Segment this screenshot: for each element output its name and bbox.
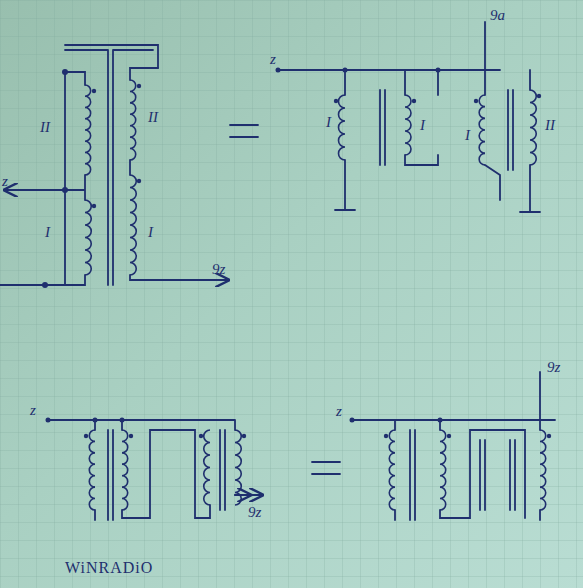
- coil-winding: [440, 430, 446, 510]
- rail: [278, 70, 500, 210]
- coil-winding: [530, 90, 536, 165]
- winding-label: 9a: [490, 8, 505, 23]
- output-9a: [485, 22, 540, 212]
- coil-winding: [85, 200, 91, 275]
- wires: [0, 22, 555, 520]
- winding-label: z: [336, 404, 342, 419]
- winding-label: 9z: [547, 360, 560, 375]
- coil-winding: [235, 430, 241, 505]
- winding-loop: [405, 70, 438, 165]
- coil-winding: [130, 175, 136, 275]
- winding-label: I: [45, 225, 50, 240]
- winding-label: I: [326, 115, 331, 130]
- winding-label: z: [270, 52, 276, 67]
- coil-winding: [339, 95, 346, 160]
- coil-winding: [85, 85, 91, 175]
- coil-winding: [405, 95, 411, 155]
- coil-winding: [204, 430, 210, 505]
- signature: WiNRADiO: [65, 560, 153, 576]
- dots: [42, 68, 551, 439]
- coil-winding: [389, 430, 395, 510]
- right-wires: [130, 68, 225, 280]
- coil-winding: [479, 95, 485, 165]
- core: [480, 440, 515, 510]
- winding-label: II: [148, 110, 158, 125]
- output-z: [5, 189, 65, 191]
- rail: [48, 420, 235, 520]
- core: [65, 45, 158, 285]
- winding-label: I: [420, 118, 425, 133]
- coils: [85, 80, 546, 510]
- winding-label: z: [2, 174, 8, 189]
- coil-winding: [540, 430, 546, 510]
- winding-label: 9z: [212, 262, 225, 277]
- winding-label: z: [30, 403, 36, 418]
- winding-label: II: [40, 120, 50, 135]
- left-wires: [0, 72, 85, 285]
- core: [220, 430, 225, 510]
- rail: [352, 420, 555, 520]
- coil-winding: [89, 430, 95, 510]
- coil-winding: [130, 80, 136, 160]
- equals-sign: [230, 125, 340, 474]
- winding-label: 9z: [248, 505, 261, 520]
- winding-label: I: [465, 128, 470, 143]
- core: [380, 90, 385, 165]
- winding-label: I: [148, 225, 153, 240]
- coil-winding: [122, 430, 128, 510]
- winding-label: II: [545, 118, 555, 133]
